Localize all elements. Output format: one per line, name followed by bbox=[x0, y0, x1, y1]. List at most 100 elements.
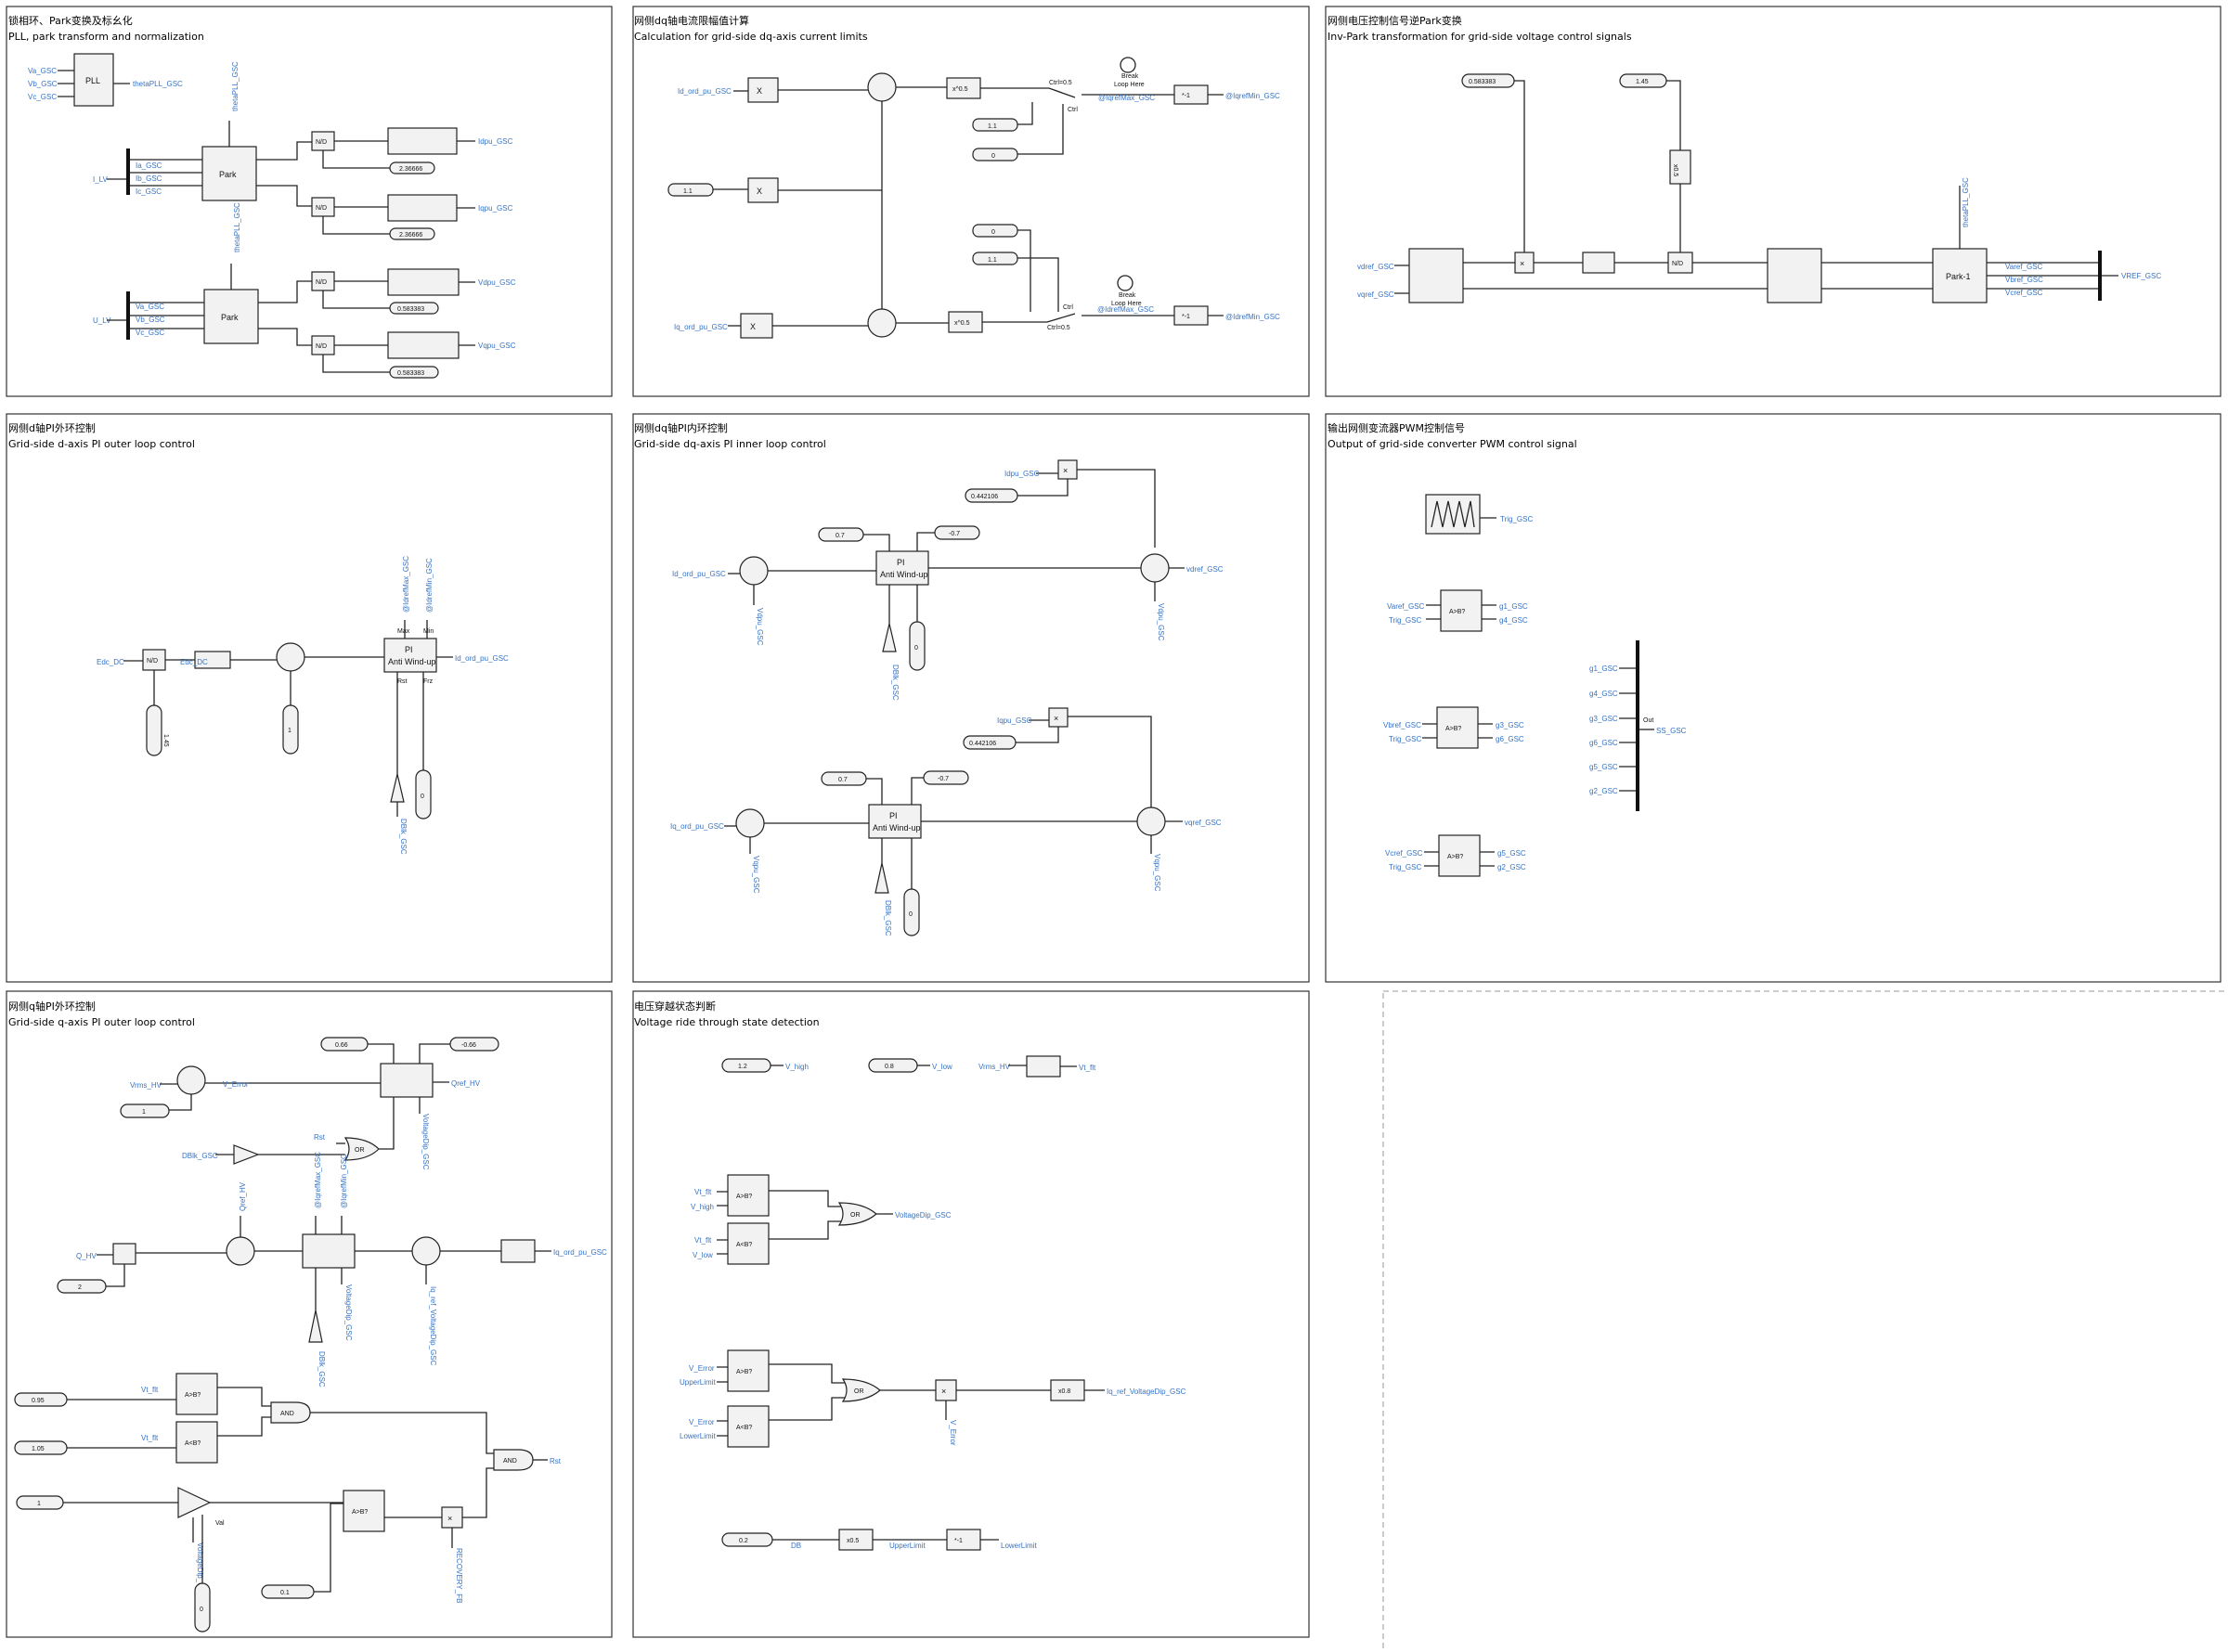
comparator-block[interactable] bbox=[727, 1349, 770, 1392]
panel-title-en: Grid-side d-axis PI outer loop control bbox=[8, 438, 195, 450]
panel-title-en: PLL, park transform and normalization bbox=[8, 31, 204, 43]
pi-controller-block[interactable] bbox=[302, 1233, 356, 1269]
block-label: x0.5 bbox=[847, 1538, 859, 1544]
panel-current-limits: Id_ord_pu_GSC X x^0.5 Ctrl=0.5 Break Loo… bbox=[667, 57, 1280, 339]
signal-label: g1_GSC bbox=[1589, 665, 1618, 673]
pi-controller-block[interactable] bbox=[380, 1063, 434, 1098]
signal-label: Id_ord_pu_GSC bbox=[672, 570, 726, 578]
rect-convert-block[interactable] bbox=[1767, 248, 1822, 303]
integrator-block[interactable] bbox=[177, 1487, 212, 1518]
summing-junction[interactable] bbox=[1140, 553, 1170, 583]
signal-label: vdref_GSC bbox=[1357, 263, 1394, 271]
filter-block[interactable] bbox=[387, 194, 458, 222]
summing-junction[interactable] bbox=[867, 72, 897, 102]
signal-label: @IdrefMax_GSC bbox=[402, 556, 410, 613]
divide-block[interactable] bbox=[112, 1243, 136, 1265]
square-block[interactable] bbox=[740, 313, 773, 339]
comparator-block[interactable] bbox=[1438, 834, 1481, 877]
comparator-block[interactable] bbox=[727, 1174, 770, 1217]
constant-value: 1 bbox=[37, 1501, 41, 1507]
panel-title-cn: 网侧d轴PI外环控制 bbox=[8, 421, 96, 434]
block-label: OR bbox=[355, 1147, 365, 1154]
block-label: N/D bbox=[147, 658, 158, 665]
constant-block[interactable] bbox=[194, 1582, 211, 1633]
polar-convert-block[interactable] bbox=[1408, 248, 1464, 303]
signal-label: @IqrefMax_GSC bbox=[314, 1152, 322, 1208]
negate-block[interactable] bbox=[1173, 305, 1209, 326]
summing-junction[interactable] bbox=[739, 556, 769, 586]
constant-block[interactable] bbox=[146, 704, 162, 756]
comparator-block[interactable] bbox=[343, 1490, 385, 1532]
limiter-block[interactable] bbox=[1582, 252, 1615, 274]
park-block[interactable] bbox=[203, 289, 259, 344]
summing-junction[interactable] bbox=[226, 1236, 255, 1266]
comparator-block[interactable] bbox=[175, 1421, 218, 1464]
or-gate[interactable] bbox=[841, 1378, 881, 1402]
divide-block[interactable] bbox=[1667, 252, 1693, 274]
panel-frame-current-limits bbox=[632, 6, 1310, 397]
not-gate[interactable] bbox=[882, 623, 897, 652]
signal-label: @IqrefMin_GSC bbox=[340, 1154, 348, 1208]
negate-block[interactable] bbox=[1173, 84, 1209, 105]
comparator-block[interactable] bbox=[175, 1373, 218, 1415]
pi-controller-block[interactable] bbox=[875, 550, 929, 586]
block-label: PI bbox=[405, 645, 413, 654]
constant-value: 1 bbox=[288, 728, 291, 734]
summing-junction[interactable] bbox=[1136, 807, 1166, 836]
constant-block[interactable] bbox=[972, 224, 1018, 238]
summing-junction[interactable] bbox=[867, 308, 897, 338]
square-block[interactable] bbox=[747, 177, 779, 203]
comparator-block[interactable] bbox=[1440, 589, 1483, 632]
break-loop-node[interactable] bbox=[1117, 275, 1133, 291]
constant-block[interactable] bbox=[972, 148, 1018, 161]
inv-park-block[interactable] bbox=[1932, 248, 1988, 303]
park-block[interactable] bbox=[201, 146, 257, 201]
break-loop-node[interactable] bbox=[1120, 57, 1136, 73]
signal-label: Vb_GSC bbox=[136, 316, 165, 324]
filter-block[interactable] bbox=[1026, 1055, 1061, 1078]
pll-block[interactable] bbox=[73, 53, 114, 107]
multiply-symbol: × bbox=[941, 1387, 946, 1396]
not-gate[interactable] bbox=[308, 1310, 323, 1343]
comparator-block[interactable] bbox=[727, 1405, 770, 1448]
square-block[interactable] bbox=[747, 77, 779, 103]
or-gate[interactable] bbox=[343, 1137, 380, 1161]
constant-value: 2 bbox=[78, 1284, 82, 1291]
signal-label: @IqrefMin_GSC bbox=[1225, 92, 1280, 100]
filter-block[interactable] bbox=[387, 268, 460, 296]
summing-junction[interactable] bbox=[276, 642, 305, 672]
pi-controller-block[interactable] bbox=[383, 638, 437, 673]
signal-label: Vqpu_GSC bbox=[478, 342, 516, 350]
switch-label: Ctrl=0.5 bbox=[1049, 80, 1072, 86]
constant-value: 1.45 bbox=[162, 734, 169, 747]
constant-block[interactable] bbox=[57, 1279, 107, 1294]
multiply-block[interactable] bbox=[1514, 252, 1535, 274]
constant-value: 1.05 bbox=[32, 1446, 45, 1452]
constant-block[interactable] bbox=[120, 1103, 170, 1118]
summing-junction[interactable] bbox=[735, 808, 765, 838]
constant-block[interactable] bbox=[909, 621, 926, 671]
panel-title-en: Grid-side dq-axis PI inner loop control bbox=[634, 438, 826, 450]
signal-label: Rst bbox=[314, 1133, 326, 1142]
block-label: x^0.5 bbox=[954, 320, 970, 327]
constant-block[interactable] bbox=[282, 704, 299, 755]
summing-junction[interactable] bbox=[176, 1065, 206, 1095]
negate-block[interactable] bbox=[946, 1529, 981, 1551]
not-gate[interactable] bbox=[874, 862, 889, 894]
limiter-block[interactable] bbox=[500, 1239, 536, 1263]
port-label: Max bbox=[397, 628, 410, 635]
pi-controller-block[interactable] bbox=[868, 804, 922, 839]
signal-label: thetaPLL_GSC bbox=[233, 202, 241, 252]
filter-block[interactable] bbox=[387, 331, 460, 359]
constant-block[interactable] bbox=[415, 769, 432, 820]
constant-value: 0 bbox=[909, 911, 913, 918]
filter-block[interactable] bbox=[387, 127, 458, 155]
or-gate[interactable] bbox=[837, 1202, 877, 1226]
constant-block[interactable] bbox=[903, 888, 920, 936]
summing-junction[interactable] bbox=[411, 1236, 441, 1266]
not-gate[interactable] bbox=[233, 1144, 260, 1165]
block-label: X bbox=[757, 86, 762, 96]
comparator-block[interactable] bbox=[1436, 706, 1479, 749]
comparator-block[interactable] bbox=[727, 1222, 770, 1265]
signal-label: V_low bbox=[693, 1251, 713, 1259]
